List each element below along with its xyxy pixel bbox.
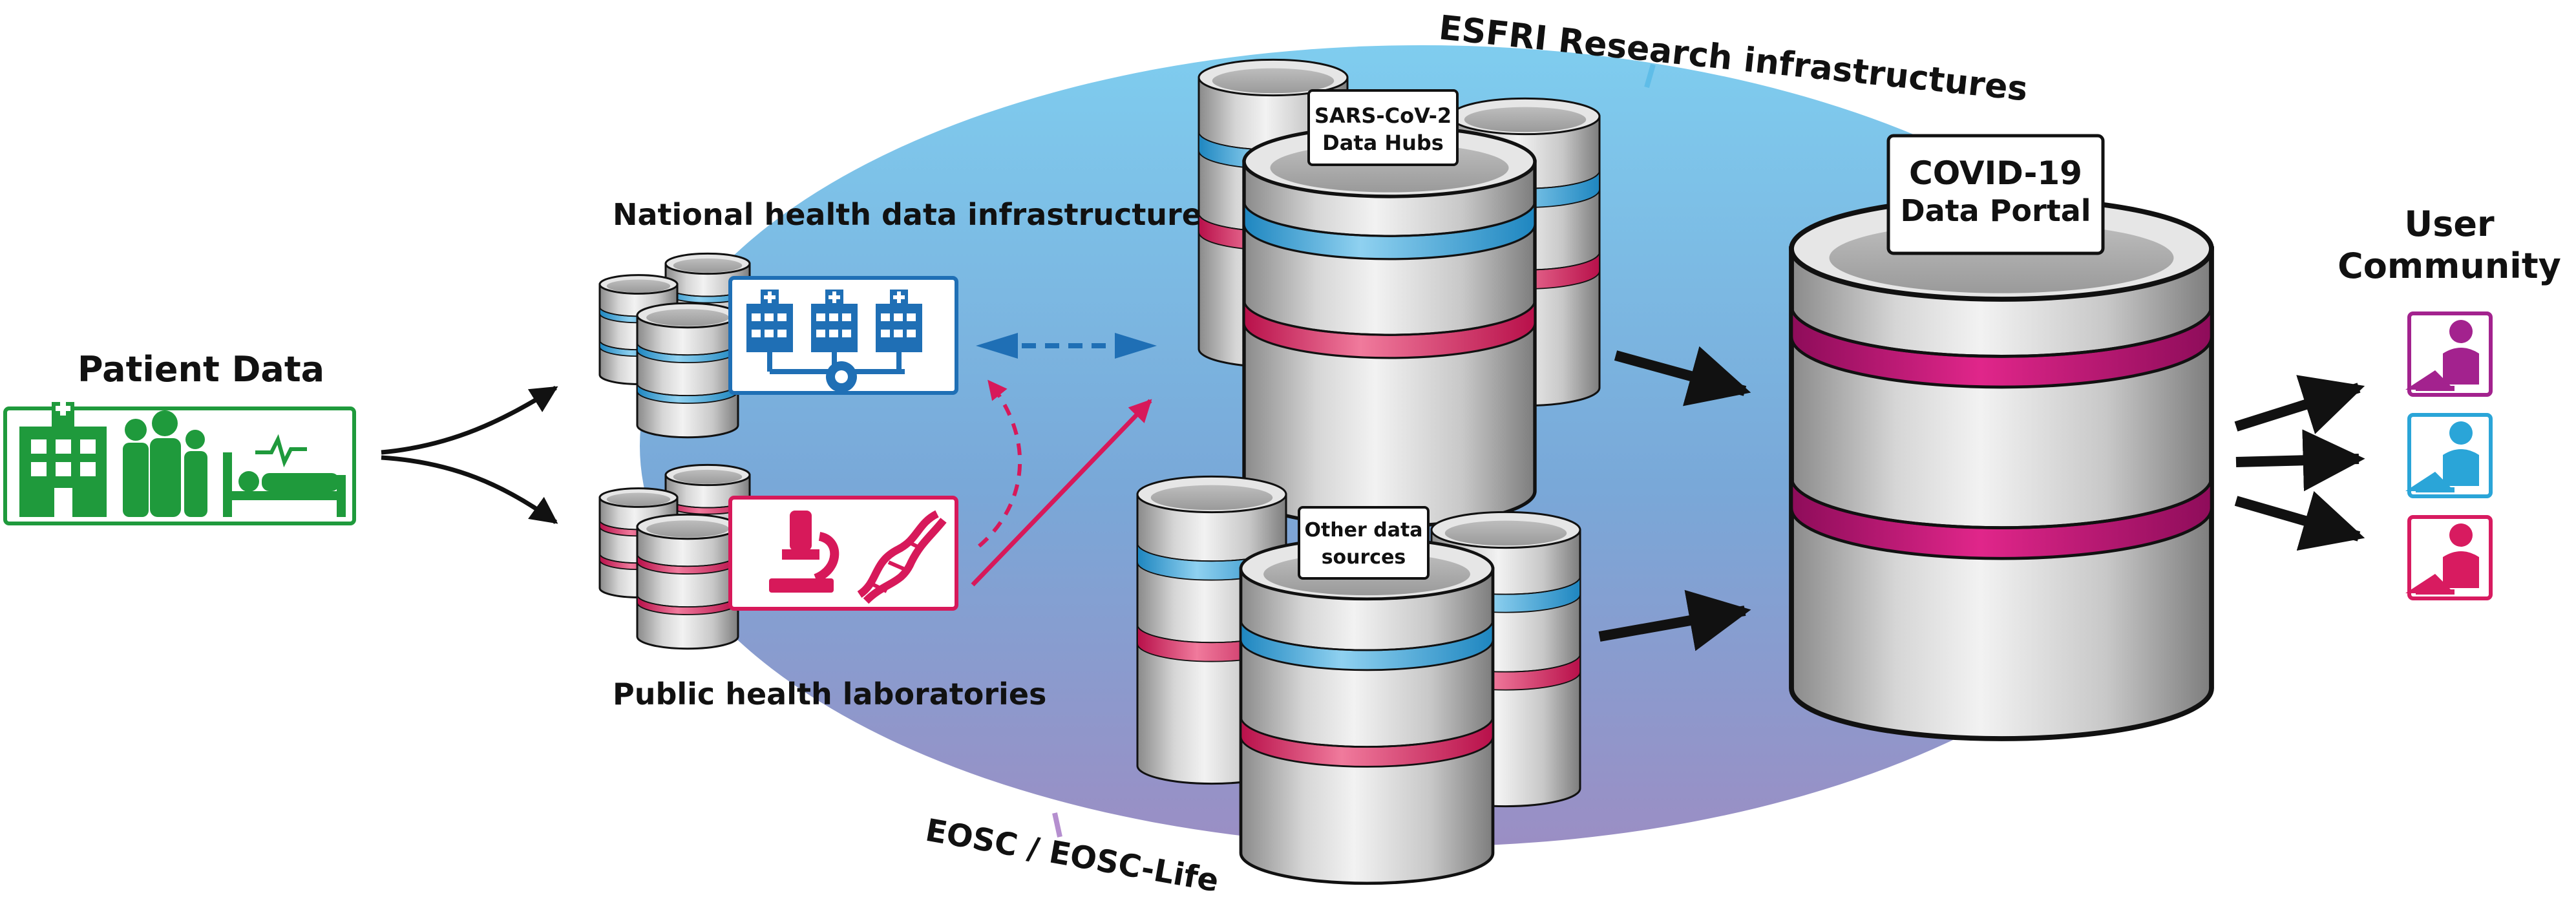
other-db-front — [1239, 536, 1495, 885]
arrow-to-user-1 — [2234, 375, 2365, 434]
sars-hubs-label-1: SARS-CoV-2 — [1314, 103, 1452, 128]
other-sources-label-2: sources — [1322, 546, 1406, 569]
labs-db-front — [636, 513, 739, 650]
public-labs-title: Public health laboratories — [613, 677, 1046, 712]
user-community-label-2: Community — [2338, 246, 2561, 286]
gear-icon — [826, 361, 857, 392]
arrow-to-user-2 — [2235, 429, 2365, 492]
sars-hubs-label-2: Data Hubs — [1322, 131, 1444, 155]
patient-data-title: Patient Data — [78, 349, 324, 390]
family-icon — [123, 410, 207, 517]
hospital-network-icon — [746, 290, 922, 374]
other-sources-cluster — [1136, 475, 1581, 885]
left-arrowhead — [976, 333, 1018, 359]
user-community-label-1: User — [2404, 204, 2495, 244]
labs-solid-arrow — [971, 399, 1152, 587]
portal-label-2: Data Portal — [1900, 193, 2091, 228]
national-db-stack — [598, 252, 751, 439]
arrow-to-user-3 — [2234, 491, 2365, 551]
user-laptop-icon — [2405, 515, 2493, 600]
right-arrowhead — [1115, 333, 1157, 359]
other-sources-label-1: Other data — [1304, 519, 1422, 542]
portal-db — [1789, 196, 2214, 741]
microscope-icon — [769, 511, 839, 593]
arrow-other-to-portal — [1598, 589, 1751, 651]
portal-label-box — [1886, 134, 2105, 255]
esfri-tick — [1644, 63, 1656, 89]
arrow-hubs-to-portal — [1614, 346, 1751, 406]
labs-panel — [728, 496, 958, 611]
eosc-tick — [1052, 812, 1062, 838]
portal-label-1: COVID-19 — [1909, 154, 2082, 192]
user-laptop-icon — [2405, 413, 2493, 498]
arrow-to-labs — [381, 455, 558, 524]
national-infra-title: National health data infrastructures — [613, 197, 1219, 232]
labs-db-stack — [598, 463, 751, 650]
national-db-front — [636, 302, 739, 439]
sars-hubs-label-box — [1307, 89, 1459, 166]
hub-db-front — [1242, 125, 1537, 528]
hospital-icon — [19, 401, 107, 517]
arrow-to-national — [381, 386, 558, 455]
hospital-bed-icon — [223, 434, 346, 517]
other-sources-label-box — [1298, 506, 1430, 580]
user-laptop-icon — [2405, 311, 2493, 397]
labs-dashed-arrow — [978, 379, 1022, 548]
dna-icon — [857, 510, 947, 604]
covid-data-portal-db — [1789, 196, 2214, 741]
